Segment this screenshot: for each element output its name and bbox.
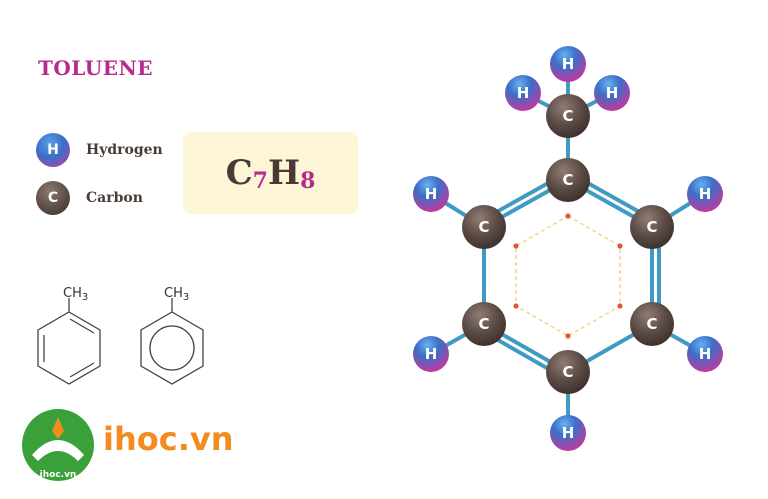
- legend-hydrogen-label: Hydrogen: [86, 142, 163, 158]
- svg-text:H: H: [425, 345, 438, 363]
- svg-text:H: H: [699, 345, 712, 363]
- aromatic-electron-dot: [617, 243, 623, 249]
- aromatic-electron-dot: [565, 213, 571, 219]
- kekule-structure: [37, 298, 101, 385]
- h-lower-left: H: [413, 336, 449, 372]
- book-icon: [32, 440, 84, 461]
- formula-h-count: 8: [300, 168, 316, 194]
- svg-text:H: H: [562, 424, 575, 442]
- formula-box: C7H8: [183, 132, 358, 214]
- svg-text:C: C: [646, 218, 657, 236]
- aromatic-electron-dot: [513, 243, 519, 249]
- hydrogen-atom-icon: H: [36, 133, 70, 167]
- atoms: C C C C C C C H H H H H H H H: [413, 46, 723, 451]
- svg-text:H: H: [517, 84, 530, 102]
- formula-h: H: [267, 153, 301, 193]
- svg-text:H: H: [425, 185, 438, 203]
- h-bottom: H: [550, 415, 586, 451]
- svg-text:C: C: [562, 171, 573, 189]
- svg-text:C: C: [562, 107, 573, 125]
- aromatic-electron-dot: [513, 303, 519, 309]
- svg-text:C: C: [478, 315, 489, 333]
- brand-name: ihoc.vn: [103, 420, 234, 458]
- svg-text:C: C: [646, 315, 657, 333]
- aromatic-ring: [513, 213, 623, 339]
- svg-text:C: C: [562, 363, 573, 381]
- carbon-atom-bottom: C: [546, 350, 590, 394]
- carbon-atom-lr: C: [630, 302, 674, 346]
- rocket-icon: [52, 417, 64, 439]
- h-upper-right: H: [687, 176, 723, 212]
- carbon-atom-ul: C: [462, 205, 506, 249]
- h-lower-right: H: [687, 336, 723, 372]
- formula-c-count: 7: [252, 168, 268, 194]
- svg-text:H: H: [562, 55, 575, 73]
- title: TOLUENE: [38, 56, 153, 80]
- carbon-atom-top: C: [546, 158, 590, 202]
- skeletal-formulas: CH3 CH3: [37, 286, 204, 385]
- carbon-atom-ur: C: [630, 205, 674, 249]
- ihoc-logo: ihoc.vn: [22, 409, 94, 481]
- aromatic-electron-dot: [565, 333, 571, 339]
- legend-carbon: C Carbon: [36, 181, 143, 215]
- aromatic-ch3-label: CH3: [164, 286, 189, 303]
- carbon-atom-methyl: C: [546, 94, 590, 138]
- carbon-atom-icon: C: [36, 181, 70, 215]
- svg-text:H: H: [699, 185, 712, 203]
- h-methyl-top: H: [550, 46, 586, 82]
- h-methyl-right: H: [594, 75, 630, 111]
- formula: C7H8: [225, 153, 316, 194]
- formula-c: C: [225, 153, 253, 193]
- legend-carbon-label: Carbon: [86, 190, 143, 206]
- h-upper-left: H: [413, 176, 449, 212]
- svg-text:H: H: [606, 84, 619, 102]
- kekule-ch3-label: CH3: [63, 286, 88, 303]
- legend-hydrogen: H Hydrogen: [36, 133, 163, 167]
- aromatic-structure: [140, 298, 204, 385]
- aromatic-dashed-hexagon: [515, 215, 621, 337]
- carbon-atom-ll: C: [462, 302, 506, 346]
- svg-text:C: C: [478, 218, 489, 236]
- logo-badge-text: ihoc.vn: [40, 470, 77, 480]
- h-methyl-left: H: [505, 75, 541, 111]
- aromatic-electron-dot: [617, 303, 623, 309]
